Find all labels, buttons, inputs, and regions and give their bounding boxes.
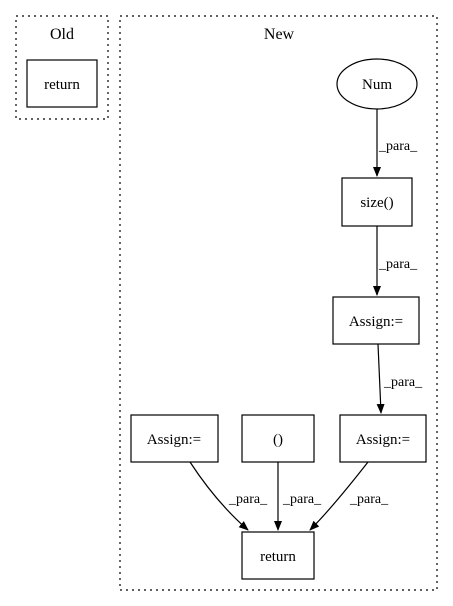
node-num[interactable]: Num xyxy=(336,58,418,110)
node-size-label: size() xyxy=(360,195,393,211)
node-num-label: Num xyxy=(362,77,392,93)
edge-assign-to-assign-label: _para_ xyxy=(383,375,423,390)
node-size[interactable]: size() xyxy=(341,177,413,227)
node-assign-mid-label: Assign:= xyxy=(349,314,403,330)
node-old-return[interactable]: return xyxy=(26,59,98,108)
node-tuple-label: () xyxy=(273,432,283,448)
cluster-old-label: Old xyxy=(50,26,74,43)
edge-num-to-size-label: _para_ xyxy=(378,139,418,154)
node-assign-left[interactable]: Assign:= xyxy=(130,414,219,463)
edge-assign-left-to-return: _para_ xyxy=(189,461,268,531)
edge-num-to-size: _para_ xyxy=(373,109,418,177)
node-tuple[interactable]: () xyxy=(241,414,315,463)
edge-assign-left-to-return-label: _para_ xyxy=(228,492,268,507)
edge-size-to-assign: _para_ xyxy=(373,226,418,296)
edge-size-to-assign-label: _para_ xyxy=(378,257,418,272)
node-assign-right-label: Assign:= xyxy=(356,432,410,448)
cluster-new-label: New xyxy=(264,26,295,43)
node-old-return-label: return xyxy=(44,77,80,93)
edge-tuple-to-return-label: _para_ xyxy=(282,492,322,507)
node-assign-right[interactable]: Assign:= xyxy=(339,414,427,463)
edge-tuple-to-return: _para_ xyxy=(274,462,322,531)
node-return[interactable]: return xyxy=(241,531,315,580)
cluster-new: New xyxy=(119,15,438,591)
node-assign-left-label: Assign:= xyxy=(147,432,201,448)
node-assign-mid[interactable]: Assign:= xyxy=(332,296,420,345)
node-return-label: return xyxy=(260,549,296,565)
edge-assign-to-assign: _para_ xyxy=(376,343,423,414)
cluster-old: Old xyxy=(15,15,109,120)
edge-assign-right-to-return: _para_ xyxy=(309,461,389,531)
edge-assign-right-to-return-label: _para_ xyxy=(349,492,389,507)
